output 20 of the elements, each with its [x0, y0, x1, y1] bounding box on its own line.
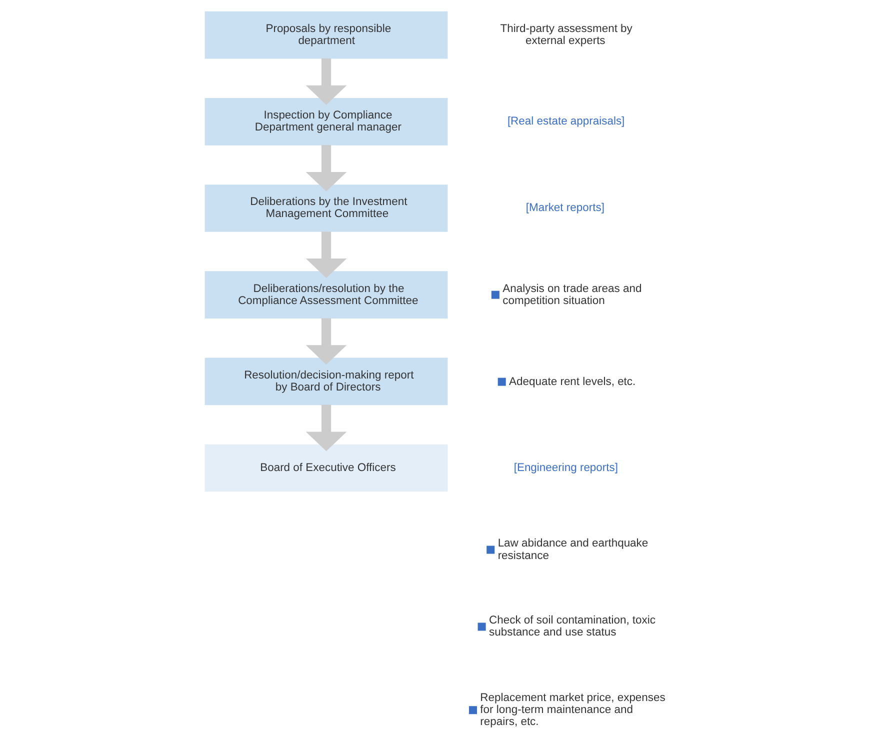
- label: [Engineering reports]: [513, 462, 618, 474]
- arrow: [305, 232, 346, 278]
- label: Replacement market price, expenses for long-term maintenance and repairs, etc.: [480, 692, 665, 728]
- label: Analysis on trade areas and competition situation: [502, 282, 642, 307]
- label: [Real estate appraisals]: [506, 116, 624, 128]
- arrow: [305, 404, 346, 452]
- label: Law abidance and earthquake resistance: [497, 538, 648, 562]
- arrow: [305, 145, 346, 192]
- node-box: Deliberations/resolution by the Compliance Assessment Committee: [204, 271, 448, 318]
- node-box: Proposals by responsible department: [204, 11, 448, 59]
- arrow: [305, 318, 346, 365]
- label: Adequate rent levels, etc.: [508, 376, 636, 388]
- node-box: Inspection by Compliance Department general manager: [204, 98, 448, 146]
- node-box: Board of Executive Officers: [204, 444, 448, 492]
- node-box: Resolution/decision-making report by Board of Directors: [204, 358, 448, 406]
- label: Check of soil contamination, toxic substance and use status: [488, 614, 656, 639]
- node-box: Deliberations by the Investment Management Committee: [204, 184, 448, 232]
- label: Third-party assessment by external experts: [500, 23, 632, 48]
- label: [Market reports]: [525, 202, 604, 214]
- arrow: [305, 58, 346, 105]
